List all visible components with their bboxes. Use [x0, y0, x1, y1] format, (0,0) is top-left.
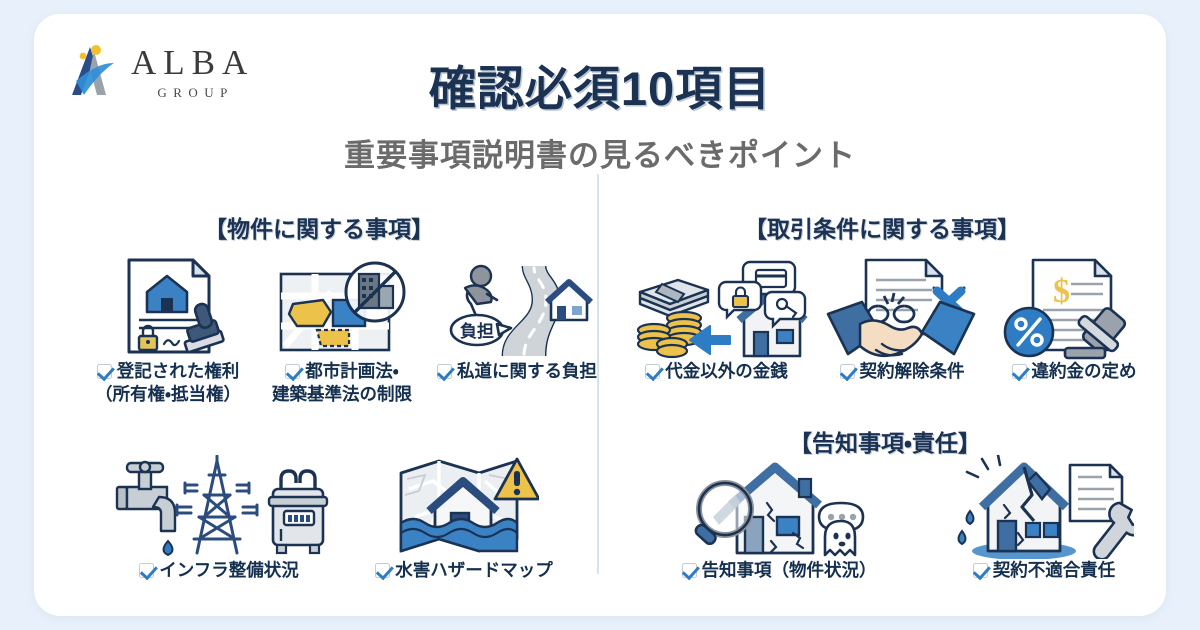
- checklist-label-7: インフラ整備状況: [89, 559, 349, 582]
- section-heading-liability: 【告知事項・責任】: [789, 430, 981, 456]
- brand-suffix: GROUP: [157, 84, 234, 100]
- check-icon[interactable]: [96, 364, 112, 379]
- check-icon[interactable]: [437, 364, 452, 379]
- check-icon[interactable]: [1011, 364, 1027, 379]
- money-transfer-house-icon: [609, 250, 824, 360]
- checklist-label-9: 告知事項（物件状況）: [649, 559, 909, 582]
- page-title: 確認必須10項目: [428, 62, 772, 115]
- checklist-label-6: 違約金の定め: [979, 360, 1166, 383]
- utilities-water-power-gas-icon: [89, 454, 349, 559]
- check-icon[interactable]: [375, 563, 391, 578]
- damaged-house-repair-icon: [924, 454, 1164, 559]
- checklist-item-8[interactable]: 水害ハザードマップ: [344, 451, 584, 582]
- checklist-item-6[interactable]: $ 違約金の定め: [979, 250, 1166, 383]
- svg-text:$: $: [1053, 273, 1070, 310]
- alba-a-mark-icon: [64, 41, 122, 103]
- check-icon[interactable]: [839, 364, 855, 379]
- check-icon[interactable]: [285, 364, 301, 379]
- section-heading-property: 【物件に関する事項】: [204, 216, 434, 242]
- column-divider: [597, 174, 599, 574]
- checklist-item-2[interactable]: 都市計画法・ 建築基準法の制限: [232, 250, 452, 406]
- brand-logo: ALBA GROUP: [42, 14, 257, 129]
- check-icon[interactable]: [681, 563, 697, 578]
- checklist-item-4[interactable]: 代金以外の金銭: [609, 250, 824, 383]
- checklist-label-2: 都市計画法・ 建築基準法の制限: [272, 361, 412, 404]
- zoning-map-no-building-icon: [232, 250, 452, 360]
- check-icon[interactable]: [972, 563, 988, 578]
- section-heading-terms: 【取引条件に関する事項】: [744, 216, 1020, 242]
- header-block: 確認必須10項目 重要事項説明書の見るべきポイント: [34, 50, 1166, 175]
- brand-name: ALBA: [131, 42, 255, 82]
- checklist-label-1: 登記された権利 （所有権・抵当権）: [95, 361, 241, 404]
- checklist-item-7[interactable]: インフラ整備状況: [89, 454, 349, 582]
- deed-document-stamp-icon: [58, 250, 278, 360]
- check-icon[interactable]: [139, 563, 155, 578]
- checklist-item-9[interactable]: 告知事項（物件状況）: [649, 454, 909, 582]
- handshake-contract-cancel-icon: [802, 250, 1002, 360]
- check-icon[interactable]: [645, 364, 661, 379]
- checklist-item-1[interactable]: 登記された権利 （所有権・抵当権）: [58, 250, 278, 406]
- infographic-card: ALBA GROUP 確認必須10項目 重要事項説明書の見るべきポイント 【物件…: [34, 14, 1166, 616]
- checklist-label-4: 代金以外の金銭: [609, 360, 824, 383]
- checklist-item-10[interactable]: 契約不適合責任: [924, 454, 1164, 582]
- flood-hazard-map-icon: [344, 451, 584, 559]
- burden-text: 負担: [460, 322, 494, 341]
- page-subtitle: 重要事項説明書の見るべきポイント: [344, 138, 856, 173]
- penalty-gavel-percent-icon: $: [979, 250, 1166, 360]
- checklist-label-8: 水害ハザードマップ: [344, 559, 584, 582]
- checklist-label-10: 契約不適合責任: [924, 559, 1164, 582]
- checklist-label-3: 私道に関する負担: [407, 360, 627, 383]
- checklist-item-3[interactable]: 負担 私道に関する負担: [407, 250, 627, 383]
- house-inspection-ghost-icon: [649, 454, 909, 559]
- checklist-label-5: 契約解除条件: [802, 360, 1002, 383]
- private-road-burden-icon: 負担: [407, 250, 627, 360]
- checklist-item-5[interactable]: 契約解除条件: [802, 250, 1002, 383]
